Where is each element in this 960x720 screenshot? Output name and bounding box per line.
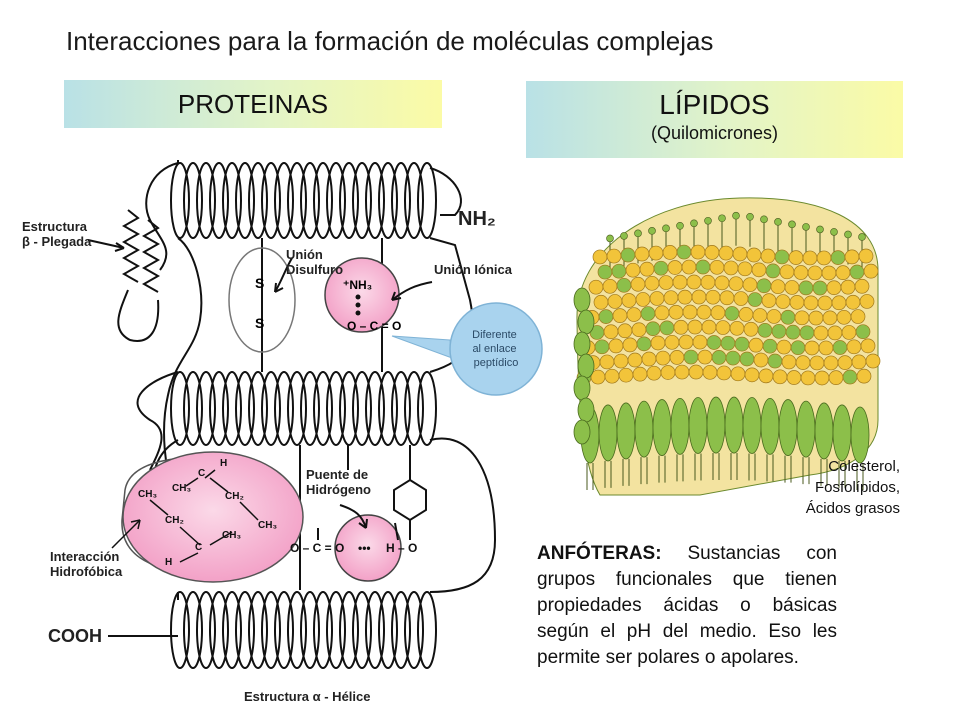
lipid-components-label: Colesterol, Fosfolípidos, Ácidos grasos — [805, 458, 900, 517]
header-proteinas: PROTEINAS — [64, 80, 442, 128]
label-union-disulfuro: Unión Disulfuro — [286, 247, 344, 277]
amfoteras-term: ANFÓTERAS: — [537, 543, 662, 564]
label-puente-hidrogeno: Puente de Hidrógeno — [306, 467, 371, 497]
disulfide-ellipse — [228, 247, 296, 353]
c-bottom: C — [195, 542, 202, 553]
ch3-4: CH₃ — [222, 530, 241, 541]
ch2-1: CH₂ — [225, 491, 244, 502]
page-title: Interacciones para la formación de moléc… — [66, 26, 714, 56]
header-proteinas-label: PROTEINAS — [177, 89, 329, 119]
label-nh2: NH₂ — [458, 208, 496, 230]
hydrophobic-ellipse — [122, 451, 304, 583]
alpha-helix-coils — [170, 162, 437, 669]
callout-bubble — [449, 302, 543, 396]
ch3-3: CH₃ — [258, 520, 277, 531]
carboxyl-group: O – C = O — [347, 319, 401, 333]
svg-text:H – O: H – O — [386, 541, 417, 555]
label-alpha-helix: Estructura α - Hélice — [244, 689, 371, 704]
ch2-2: CH₂ — [165, 515, 184, 526]
label-cooh: COOH — [48, 626, 102, 646]
ch3-1: CH₃ — [138, 489, 157, 500]
sulfur-2: S — [255, 315, 264, 331]
header-lipidos-label: LÍPIDOS — [659, 89, 770, 120]
header-lipidos: LÍPIDOS (Quilomicrones) — [526, 81, 903, 158]
nh3-group: ⁺NH₃ — [343, 278, 372, 292]
beta-sheet — [87, 209, 161, 342]
callout-text: Diferente al enlace peptídico — [472, 329, 520, 369]
header-lipidos-sub: (Quilomicrones) — [650, 123, 779, 143]
callout-line-3: peptídico — [474, 357, 519, 369]
amfoteras-text: Sustancias con grupos funcionales que ti… — [537, 543, 837, 668]
callout-line-2: al enlace — [472, 343, 516, 355]
sulfur-1: S — [255, 275, 264, 291]
label-estructura-beta: Estructura β - Plegada — [22, 219, 92, 249]
callout-line-1: Diferente — [472, 329, 517, 341]
hydrogen-bond-circle — [334, 514, 402, 582]
label-union-ionica: Unión Iónica — [434, 262, 512, 277]
c-top: C — [198, 468, 205, 479]
h-top: H — [220, 458, 227, 469]
label-interaccion-hidrofobica: Interacción Hidrofóbica — [50, 549, 123, 579]
h-bottom: H — [165, 557, 172, 568]
ch3-2: CH₃ — [172, 483, 191, 494]
amfoteras-definition: ANFÓTERAS: Sustancias con grupos funcion… — [537, 541, 837, 671]
svg-text:O – C = O: O – C = O — [290, 541, 344, 555]
svg-text:•••: ••• — [358, 541, 371, 555]
